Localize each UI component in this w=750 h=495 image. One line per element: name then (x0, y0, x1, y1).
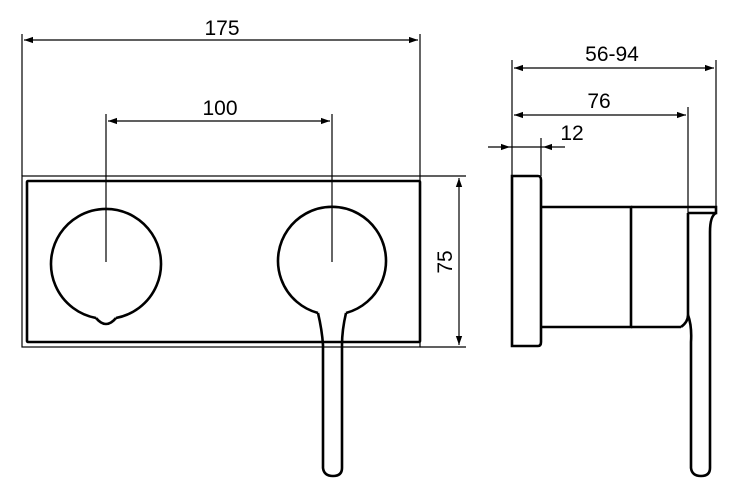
front-view: 175 100 75 (21, 17, 466, 478)
side-lever (680, 211, 717, 478)
dimension-76-label: 76 (587, 90, 610, 113)
dimension-56-94: 56-94 (514, 43, 714, 72)
wall-plate (21, 175, 422, 348)
side-knob (631, 205, 718, 329)
dimension-175-label: 175 (204, 17, 239, 40)
dimension-175: 175 (24, 17, 418, 44)
dimension-75: 75 (434, 178, 463, 345)
height-extension-lines (420, 175, 466, 348)
dimension-100-label: 100 (202, 97, 237, 120)
side-view: 56-94 76 12 (488, 43, 718, 478)
center-lines (105, 114, 333, 262)
width-extension-lines (21, 34, 421, 176)
dimension-12-label: 12 (560, 122, 583, 145)
side-extension-lines (511, 60, 717, 213)
dimension-100: 100 (108, 97, 330, 125)
dimension-56-94-label: 56-94 (585, 43, 639, 66)
dimension-12: 12 (488, 122, 584, 151)
side-plate (510, 174, 543, 348)
dimension-75-label: 75 (434, 250, 457, 273)
side-body (541, 205, 633, 329)
dimension-76: 76 (514, 90, 686, 119)
